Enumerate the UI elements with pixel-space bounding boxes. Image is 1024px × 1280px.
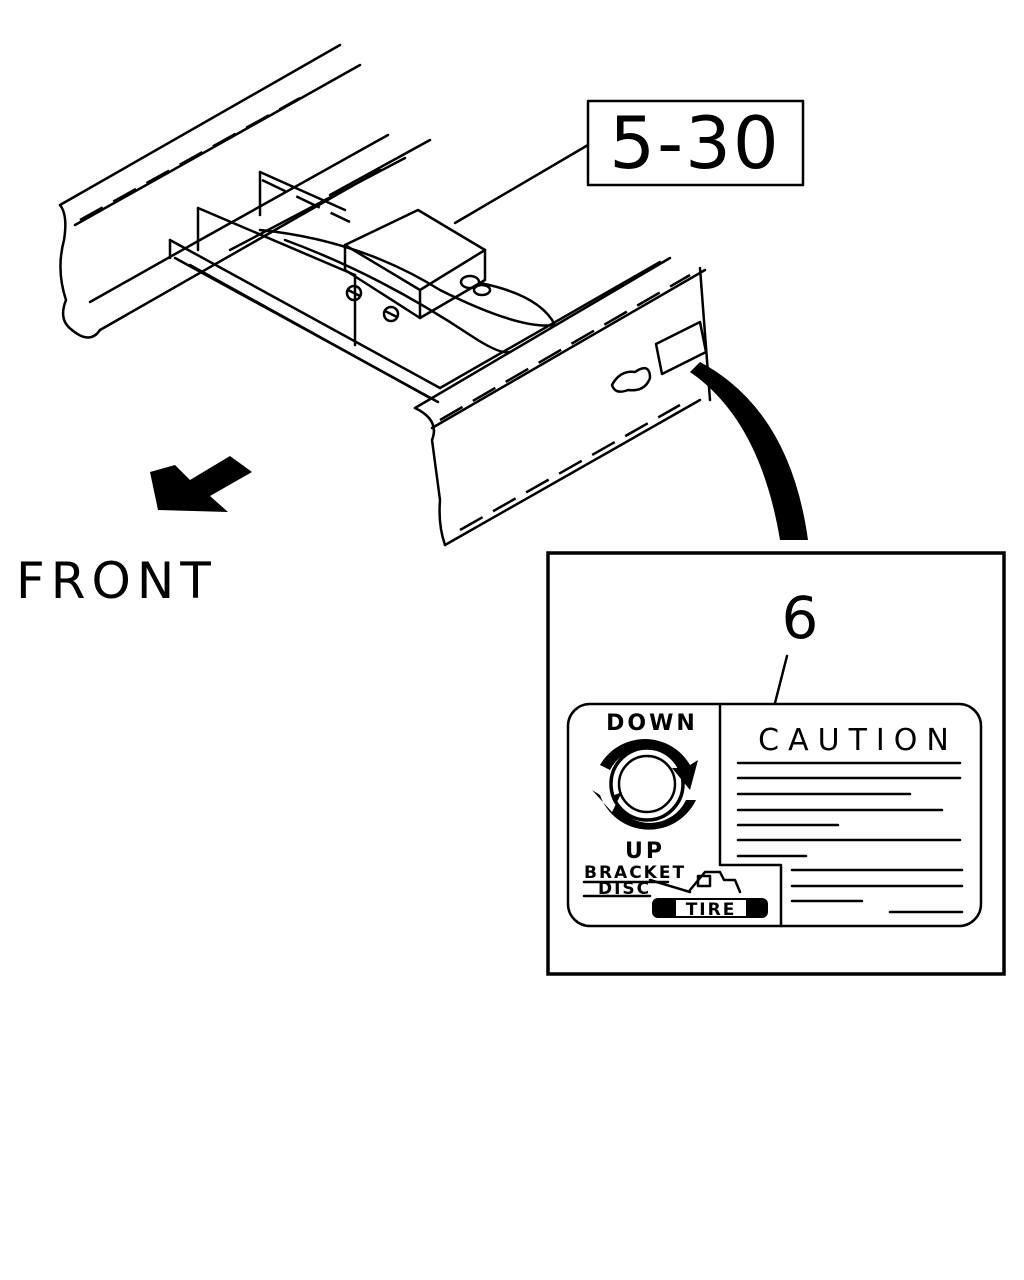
- front-arrow-icon: [150, 456, 252, 512]
- front-label: FRONT: [16, 552, 217, 610]
- rotation-arrows-icon: [592, 739, 698, 830]
- caution-heading: CAUTION: [758, 723, 958, 758]
- label-disc: DISC: [598, 879, 651, 899]
- item-leader-line: [773, 654, 789, 705]
- pointer-arrow-icon: [690, 362, 808, 540]
- leader-line-5-30: [453, 143, 590, 225]
- label-tire: TIRE: [686, 900, 737, 920]
- caution-text-lines: [736, 761, 964, 914]
- item-number: 6: [782, 584, 819, 652]
- tire-icon: [652, 870, 768, 918]
- callout-ref-text: 5-30: [609, 101, 780, 185]
- label-up: UP: [625, 839, 665, 864]
- frame-assembly: [58, 43, 712, 547]
- label-bracket: BRACKET: [584, 863, 686, 883]
- label-detail-box: 6 DOWN UP BRACKET DISC TIRE CAUTION: [546, 551, 1006, 976]
- callout-5-30: 5-30: [586, 99, 805, 187]
- label-down: DOWN: [606, 711, 698, 736]
